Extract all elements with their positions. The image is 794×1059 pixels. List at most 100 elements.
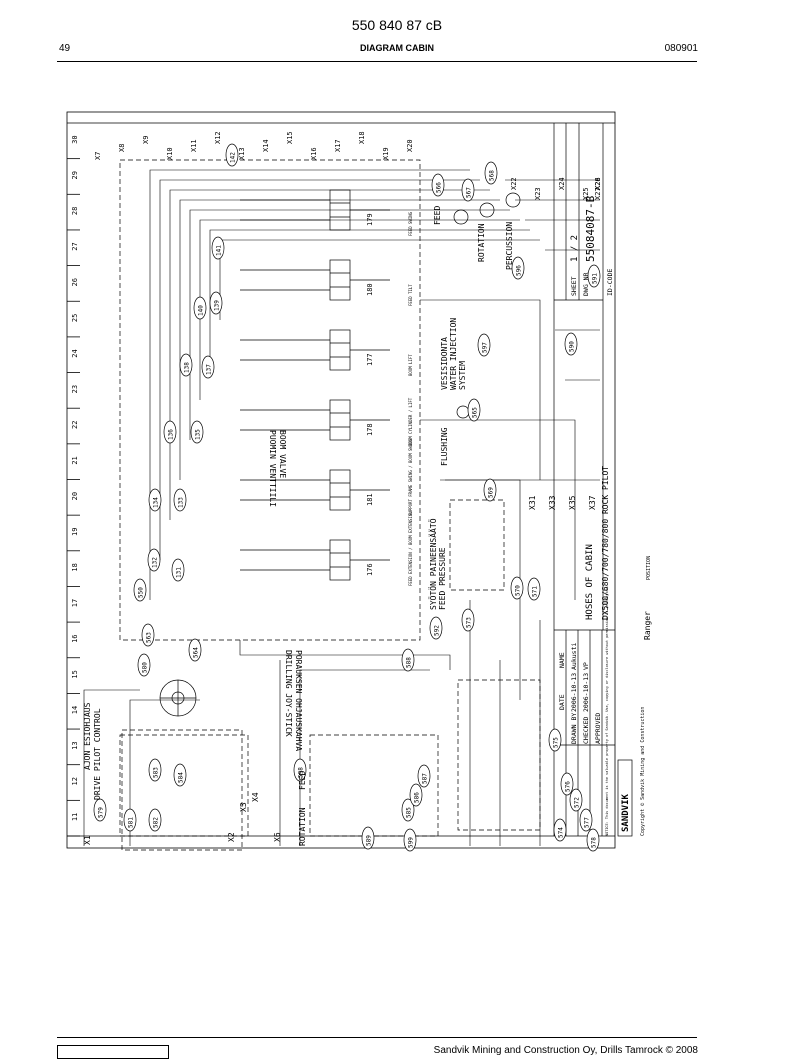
hose-lines xyxy=(83,169,600,846)
connector-label: X20 xyxy=(406,139,414,152)
drawing-frame xyxy=(66,111,616,849)
callout-bubble: 570 xyxy=(510,576,524,600)
drawn-by-label: DRAWN BY xyxy=(570,713,578,744)
header-rule xyxy=(57,61,697,62)
connector-x37: X37 xyxy=(588,495,597,510)
flushing-gauge xyxy=(456,405,470,419)
callout-number: 598 xyxy=(298,767,305,778)
callout-bubble: 574 xyxy=(553,818,567,842)
callout-number: 141 xyxy=(216,245,223,256)
callout-number: 582 xyxy=(153,817,160,828)
callout-number: 592 xyxy=(434,625,441,636)
boom-valve-fi: PUOMIN VENTTIILI xyxy=(268,430,277,507)
column-label: 28 xyxy=(71,207,79,215)
column-label: 14 xyxy=(71,706,79,714)
drive-joystick-outline xyxy=(119,734,249,837)
gauge-percussion-label: PERCUSSION xyxy=(505,222,514,270)
page-number: 49 xyxy=(59,43,71,54)
connector-label: X24 xyxy=(558,177,566,190)
callout-bubble: 588 xyxy=(401,648,415,672)
dwg-number: 55084087-B xyxy=(584,195,597,262)
callout-bubble: 132 xyxy=(147,548,161,572)
drive-joystick-symbol xyxy=(159,679,197,717)
drill-label-en: DRILLING JOY-STICK xyxy=(284,650,293,737)
callout-number: 579 xyxy=(98,807,105,818)
callout-number: 137 xyxy=(206,364,213,375)
drawing-title-1: HOSES OF CABIN xyxy=(585,544,595,620)
callout-bubble: 597 xyxy=(477,333,491,357)
callout-bubble: 572 xyxy=(569,788,583,812)
callout-bubble: 567 xyxy=(461,178,475,202)
callout-bubble: 563 xyxy=(141,623,155,647)
callout-bubble: 135 xyxy=(190,420,204,444)
column-label: 19 xyxy=(71,528,79,536)
boom-valve-en: BOOM VALVE xyxy=(278,430,287,478)
callout-bubble: 133 xyxy=(173,488,187,512)
connector-label: X7 xyxy=(94,152,102,160)
gauge-feed-label: FEED xyxy=(433,206,442,225)
connector-label: X11 xyxy=(190,139,198,152)
drive-label-fi: AJON ESIOHJAUS xyxy=(83,702,92,770)
column-label: 26 xyxy=(71,278,79,286)
drive-joystick-box xyxy=(121,729,243,851)
callout-number: 580 xyxy=(142,662,149,673)
valve-section xyxy=(240,329,390,371)
column-label: 18 xyxy=(71,563,79,571)
callout-number: 587 xyxy=(422,773,429,784)
valve-section xyxy=(240,469,390,511)
callout-number: 131 xyxy=(176,567,183,578)
connector-x31: X31 xyxy=(528,495,537,510)
callout-number: 567 xyxy=(466,187,473,198)
callout-bubble: 550 xyxy=(133,578,147,602)
valve-function: FEED TILT xyxy=(408,284,413,306)
callout-number: 599 xyxy=(408,837,415,848)
callout-number: 586 xyxy=(414,792,421,803)
checked-date: 2006-10-13 xyxy=(582,673,590,712)
connector-label: X13 xyxy=(238,147,246,160)
column-label: 23 xyxy=(71,385,79,393)
connector-label: X22 xyxy=(510,177,518,190)
callout-bubble: 137 xyxy=(201,355,215,379)
column-label: 15 xyxy=(71,670,79,678)
callout-number: 575 xyxy=(553,737,560,748)
callout-number: 135 xyxy=(195,429,202,440)
connector-label: X12 xyxy=(214,131,222,144)
page-caption: DIAGRAM CABIN xyxy=(360,43,434,53)
connector-label: X6 xyxy=(273,832,282,842)
column-label: 21 xyxy=(71,456,79,464)
callout-bubble: 565 xyxy=(467,398,481,422)
valve-section xyxy=(240,399,390,441)
valve-number: 179 xyxy=(366,213,374,226)
callout-number: 578 xyxy=(591,837,598,848)
callout-number: 140 xyxy=(198,305,205,316)
sheet-value: 1 / 2 xyxy=(570,235,580,262)
drawing-title-2: DX500/680/700/780/800 ROCK PILOT xyxy=(601,466,610,620)
callout-bubble: 131 xyxy=(171,558,185,582)
callout-number: 576 xyxy=(565,781,572,792)
column-label: 11 xyxy=(71,813,79,821)
callout-number: 585 xyxy=(406,807,413,818)
document-number: 550 840 87 cB xyxy=(351,17,443,33)
callout-number: 564 xyxy=(193,647,200,658)
callout-bubble: 140 xyxy=(193,296,207,320)
column-label: 25 xyxy=(71,314,79,322)
callout-number: 550 xyxy=(138,587,145,598)
connector-x35: X35 xyxy=(568,495,577,510)
connector-label: X19 xyxy=(382,147,390,160)
callout-number: 597 xyxy=(482,342,489,353)
feed-gauge xyxy=(453,209,469,225)
title-block xyxy=(553,123,633,837)
callout-number: 588 xyxy=(406,657,413,668)
footer-rule xyxy=(57,1037,697,1038)
callout-bubble: 141 xyxy=(211,236,225,260)
callout-number: 142 xyxy=(230,152,237,163)
callout-bubble: 590 xyxy=(564,332,578,356)
valve-function: FEED SWING xyxy=(408,211,413,236)
sheet-label: SHEET xyxy=(570,276,578,296)
feed-pressure-fi: SYÖTÖN PAINEENSÄÄTÖ xyxy=(428,518,438,610)
valve-function: BOOM LIFT xyxy=(408,354,413,376)
valve-number: 181 xyxy=(366,493,374,506)
callout-bubble: 581 xyxy=(123,808,137,832)
column-label: 29 xyxy=(71,171,79,179)
